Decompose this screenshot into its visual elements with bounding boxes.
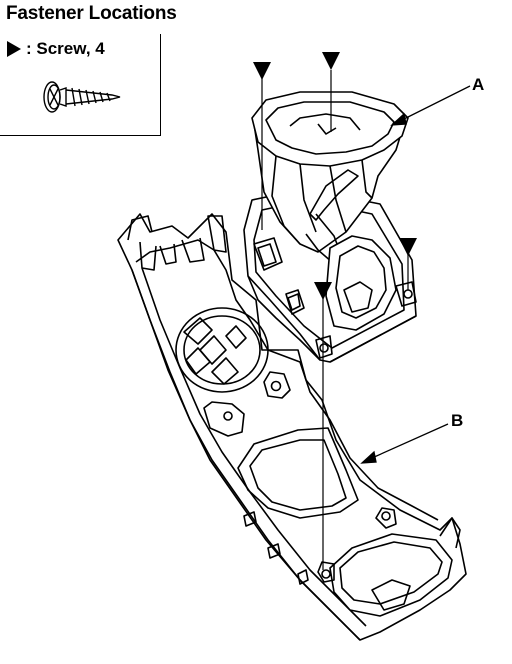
- shifter-bracket-a: [243, 91, 417, 363]
- leader-a-arrowhead: [390, 112, 407, 126]
- triangle-marker-icon: [322, 52, 340, 70]
- console-panel-b: [117, 213, 467, 641]
- triangle-marker-icon: [253, 62, 271, 80]
- legend-box: [0, 34, 161, 136]
- leader-lines: [360, 85, 471, 464]
- callout-b: B: [451, 411, 464, 430]
- leader-a: [401, 85, 471, 121]
- leader-b: [371, 423, 449, 459]
- page-title: Fastener Locations: [6, 3, 177, 24]
- screw-markers: [253, 52, 417, 300]
- screw-locator-lines: [261, 70, 409, 570]
- triangle-marker-icon: [7, 41, 21, 57]
- screw-icon: [43, 81, 121, 113]
- callout-a: A: [472, 75, 485, 94]
- legend-row: : Screw, 4: [6, 38, 105, 60]
- triangle-marker-icon: [314, 282, 332, 300]
- leader-b-arrowhead: [360, 450, 377, 464]
- legend-text: : Screw, 4: [26, 39, 105, 58]
- triangle-marker-icon: [399, 238, 417, 256]
